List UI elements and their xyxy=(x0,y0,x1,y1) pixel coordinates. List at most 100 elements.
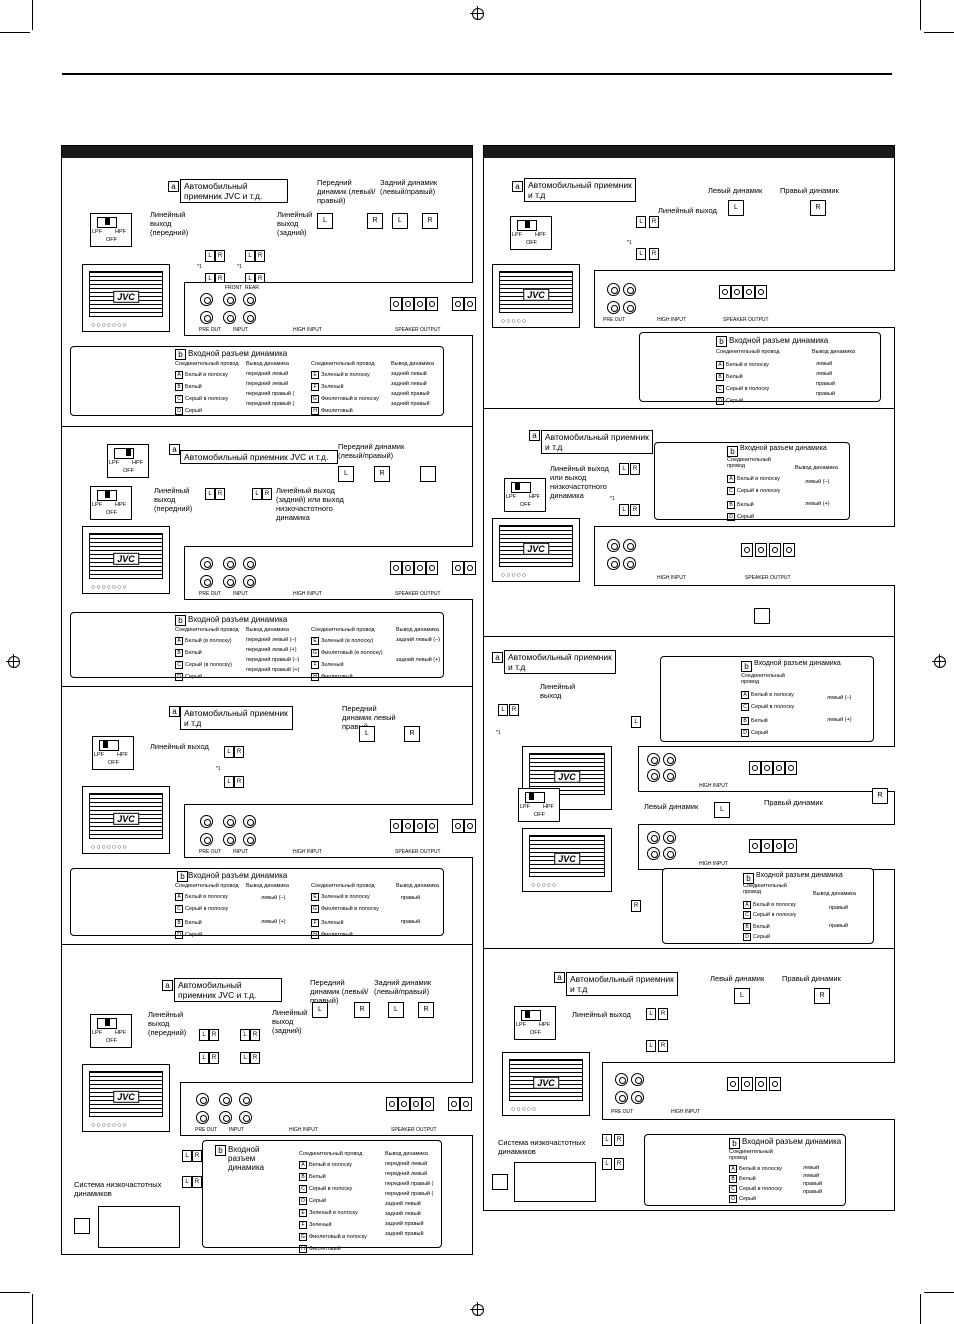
rca-jack: L xyxy=(240,1029,250,1041)
rca-input xyxy=(631,1073,644,1086)
rear-input-label: REAR xyxy=(245,285,259,291)
crossover-switch[interactable]: LPF HPF OFF xyxy=(92,736,134,770)
line-out-front-label: Линейный выход (передний) xyxy=(154,486,193,513)
rca-jack: L xyxy=(646,1040,656,1052)
table-header: Вывод динамика xyxy=(246,627,289,633)
pre-out-label: PRE OUT xyxy=(199,591,222,597)
rca-input xyxy=(223,557,236,570)
subwoofer-speaker-icon xyxy=(754,608,770,624)
tag-b: b xyxy=(729,1138,740,1149)
speaker-terminal xyxy=(755,285,767,299)
speaker-terminal xyxy=(719,285,731,299)
footnote-star: *1 xyxy=(216,766,221,772)
crossover-switch[interactable]: LPF HPF OFF xyxy=(518,788,560,822)
jvc-logo: JVC xyxy=(113,290,139,303)
jvc-logo: JVC xyxy=(554,852,580,865)
amplifier-panel: PRE OUT HIGH INPUT SPEAKER OUTPUT xyxy=(594,270,895,328)
off-label: OFF xyxy=(534,812,545,818)
rows-left-out: передний левый передний левый передний п… xyxy=(246,371,295,407)
amplifier-panel: FRONT REAR PRE OUT INPUT HIGH INPUT SPEA… xyxy=(184,282,476,336)
table-header: Соединительный провод xyxy=(311,627,375,633)
tag-b: b xyxy=(743,873,754,884)
speaker-terminal xyxy=(783,543,795,557)
crossover-switch[interactable]: LPF HPF OFF xyxy=(514,1006,556,1040)
left-speaker-label: Левый динамик xyxy=(708,186,763,195)
speaker-input-table: b Входной разъем динамика Соединительный… xyxy=(662,868,874,944)
speaker-terminal xyxy=(426,297,438,311)
speaker-terminal xyxy=(773,761,785,775)
rows-left-out: левый (–) левый (+) xyxy=(261,895,286,925)
table-header: Вывод динамика xyxy=(246,361,289,367)
table-header: Вывод динамика xyxy=(385,1151,428,1157)
jvc-logo: JVC xyxy=(523,288,549,301)
table-header: Соединительный провод xyxy=(741,673,785,685)
rca-jack: R xyxy=(509,704,519,716)
rca-jack: L xyxy=(636,248,646,260)
panel-4ch-subwoofer-system: a Автомобильный приемник JVC и т.д. Лине… xyxy=(62,944,473,1253)
crossover-switch[interactable]: LPF HPF OFF xyxy=(107,444,149,478)
speaker-terminal xyxy=(741,543,753,557)
speaker-input-title: Входной разъем динамика xyxy=(729,336,829,345)
rca-input xyxy=(663,847,676,860)
table-header: Вывод динамика xyxy=(396,627,439,633)
speaker-terminal xyxy=(749,839,761,853)
crossover-switch[interactable]: LPF HPF OFF xyxy=(504,478,546,512)
pre-out-label: PRE OUT xyxy=(603,317,626,323)
speaker-icon: L xyxy=(388,1002,404,1018)
speaker-terminal xyxy=(755,1077,767,1091)
rca-jack: R xyxy=(614,1134,624,1146)
rca-input xyxy=(243,557,256,570)
line-out-label: Линейный выход xyxy=(572,1010,631,1019)
speaker-terminal xyxy=(410,1097,422,1111)
tag-b: b xyxy=(215,1145,226,1156)
speaker-icon: R xyxy=(810,200,826,216)
hpf-label: HPF xyxy=(115,1030,126,1036)
off-label: OFF xyxy=(106,237,117,243)
rca-input xyxy=(663,831,676,844)
speaker-terminal xyxy=(773,839,785,853)
crop-mark xyxy=(924,32,954,33)
speaker-terminal xyxy=(414,297,426,311)
right-speaker-label: Правый динамик xyxy=(764,798,823,807)
crossover-switch[interactable]: LPF HPF OFF xyxy=(90,1014,132,1048)
line-out-label: Линейный выход xyxy=(150,742,209,751)
right-speaker-label: Правый динамик xyxy=(780,186,839,195)
speaker-icon: L xyxy=(312,1002,328,1018)
rows-right-out: правый правый xyxy=(401,895,421,925)
rca-input xyxy=(219,1111,232,1124)
amplifier-unit: JVC ○○○○○ xyxy=(492,264,580,328)
high-input-label: HIGH INPUT xyxy=(657,575,686,581)
rca-input xyxy=(647,753,660,766)
speaker-input-table: b Входной разъем динамика Соединительный… xyxy=(70,868,444,939)
table-header: Соединительный провод xyxy=(175,361,239,367)
rca-jack: L xyxy=(636,216,646,228)
amplifier-panel: PRE OUT HIGH INPUT xyxy=(602,1062,895,1120)
rca-jack: L xyxy=(631,716,641,728)
table-header: Соединительный провод xyxy=(175,627,239,633)
amplifier-unit: JVC ○○○○○○○ xyxy=(82,526,170,594)
crossover-switch[interactable]: LPF HPF OFF xyxy=(510,216,552,250)
line-out-sub-label: Линейный выход или выход низкочастотного… xyxy=(550,464,609,500)
speaker-terminal xyxy=(785,761,797,775)
amplifier-unit: JVC ○○○○○○○ xyxy=(82,786,170,854)
rows-out: правый правый xyxy=(829,905,849,929)
off-label: OFF xyxy=(106,510,117,516)
crossover-switch[interactable]: LPF HPF OFF xyxy=(90,486,132,520)
line-out-rear-label: Линейный выход (задний) xyxy=(272,1008,308,1035)
footnote-star: *1 xyxy=(197,264,202,270)
jvc-logo: JVC xyxy=(113,552,139,565)
speaker-terminal xyxy=(743,285,755,299)
subwoofer-speaker-icon xyxy=(420,466,436,482)
off-label: OFF xyxy=(520,502,531,508)
footnote-star: *1 xyxy=(627,240,632,246)
lpf-label: LPF xyxy=(520,804,531,810)
rca-input xyxy=(223,833,236,846)
crossover-switch[interactable]: LPF HPF OFF xyxy=(90,213,132,247)
speaker-icon: R xyxy=(354,1002,370,1018)
rca-jack: R xyxy=(630,504,640,516)
rca-input xyxy=(647,847,660,860)
tag-b: b xyxy=(177,871,188,882)
